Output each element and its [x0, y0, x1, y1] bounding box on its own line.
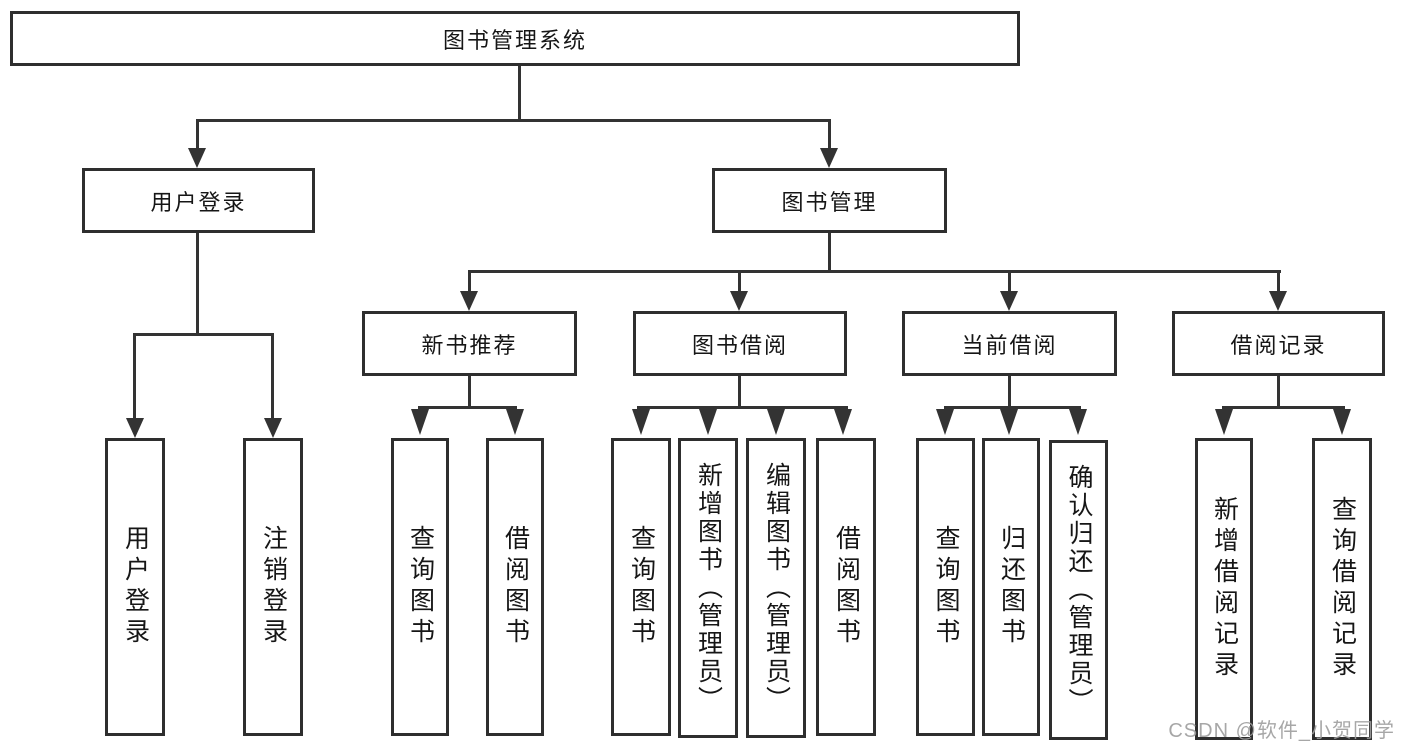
connector-line [468, 376, 471, 408]
connector-line [468, 270, 1281, 273]
leaf-borrow-borrow-books: 借阅图书 [816, 438, 876, 736]
leaf-records-add-record-label: 新增借阅记录 [1210, 496, 1239, 682]
leaf-current-confirm-return-admin: 确认归还（管理员） [1049, 440, 1108, 740]
connector-line [133, 333, 274, 336]
arrow-down-icon [730, 291, 748, 311]
connector-line [1008, 376, 1011, 408]
connector-line [196, 119, 199, 150]
leaf-borrow-edit-books-admin-label: 编辑图书（管理员） [762, 462, 791, 714]
connector-line [518, 66, 521, 121]
connector-line [468, 270, 471, 292]
leaf-records-query-record: 查询借阅记录 [1312, 438, 1372, 740]
node-new-book-recommend-label: 新书推荐 [421, 332, 518, 358]
leaf-borrow-add-books-admin: 新增图书（管理员） [678, 438, 738, 738]
connector-line [828, 233, 831, 273]
leaf-borrow-query-books-label: 查询图书 [627, 525, 656, 649]
arrow-down-icon [767, 409, 785, 435]
connector-line [828, 119, 831, 150]
leaf-borrow-edit-books-admin: 编辑图书（管理员） [746, 438, 806, 738]
arrow-down-icon [632, 409, 650, 435]
node-user-login-group-label: 用户登录 [150, 189, 247, 215]
leaf-borrow-add-books-admin-label: 新增图书（管理员） [694, 462, 723, 714]
node-borrowing-records-label: 借阅记录 [1230, 332, 1327, 358]
leaf-borrow-borrow-books-label: 借阅图书 [832, 525, 861, 649]
arrow-down-icon [1215, 409, 1233, 435]
arrow-down-icon [1000, 409, 1018, 435]
arrow-down-icon [699, 409, 717, 435]
node-new-book-recommend: 新书推荐 [362, 311, 577, 376]
leaf-current-query-books-label: 查询图书 [932, 525, 960, 649]
connector-line [944, 406, 1081, 409]
leaf-current-return-books-label: 归还图书 [997, 525, 1026, 649]
leaf-current-return-books: 归还图书 [982, 438, 1040, 736]
connector-line [271, 333, 274, 418]
node-book-management-label: 图书管理 [781, 189, 878, 215]
arrow-down-icon [936, 409, 954, 435]
leaf-rec-query-books: 查询图书 [391, 438, 449, 736]
arrow-down-icon [834, 409, 852, 435]
connector-line [418, 406, 517, 409]
node-library-system-label: 图书管理系统 [442, 27, 587, 53]
leaf-current-confirm-return-admin-label: 确认归还（管理员） [1065, 464, 1093, 716]
leaf-records-add-record: 新增借阅记录 [1195, 438, 1253, 740]
connector-line [637, 406, 848, 409]
node-current-borrowing-label: 当前借阅 [961, 332, 1058, 358]
arrow-down-icon [460, 291, 478, 311]
leaf-rec-borrow-books-label: 借阅图书 [501, 525, 530, 649]
node-book-borrowing: 图书借阅 [633, 311, 847, 376]
arrow-down-icon [820, 148, 838, 168]
arrow-down-icon [1069, 409, 1087, 435]
connector-line [1222, 406, 1345, 409]
node-book-borrowing-label: 图书借阅 [691, 332, 788, 358]
node-borrowing-records: 借阅记录 [1172, 311, 1385, 376]
connector-line [1277, 376, 1280, 408]
leaf-user-login-label: 用户登录 [121, 525, 150, 649]
leaf-rec-borrow-books: 借阅图书 [486, 438, 544, 736]
connector-line [738, 270, 741, 292]
connector-line [196, 233, 199, 335]
leaf-logout-label: 注销登录 [259, 525, 288, 649]
node-user-login-group: 用户登录 [82, 168, 315, 233]
arrow-down-icon [188, 148, 206, 168]
connector-line [1008, 270, 1011, 292]
csdn-watermark: CSDN @软件_小贺同学 [1168, 720, 1395, 742]
arrow-down-icon [1000, 291, 1018, 311]
arrow-down-icon [1269, 291, 1287, 311]
arrow-down-icon [264, 418, 282, 438]
node-book-management: 图书管理 [712, 168, 947, 233]
arrow-down-icon [411, 409, 429, 435]
leaf-user-login: 用户登录 [105, 438, 165, 736]
connector-line [196, 119, 831, 122]
connector-line [133, 333, 136, 418]
arrow-down-icon [126, 418, 144, 438]
arrow-down-icon [506, 409, 524, 435]
connector-line [1277, 270, 1280, 292]
leaf-rec-query-books-label: 查询图书 [406, 525, 435, 649]
arrow-down-icon [1333, 409, 1351, 435]
leaf-logout: 注销登录 [243, 438, 303, 736]
leaf-borrow-query-books: 查询图书 [611, 438, 671, 736]
leaf-current-query-books: 查询图书 [916, 438, 975, 736]
node-current-borrowing: 当前借阅 [902, 311, 1117, 376]
leaf-records-query-record-label: 查询借阅记录 [1328, 496, 1357, 682]
node-library-system: 图书管理系统 [10, 11, 1020, 66]
connector-line [738, 376, 741, 408]
